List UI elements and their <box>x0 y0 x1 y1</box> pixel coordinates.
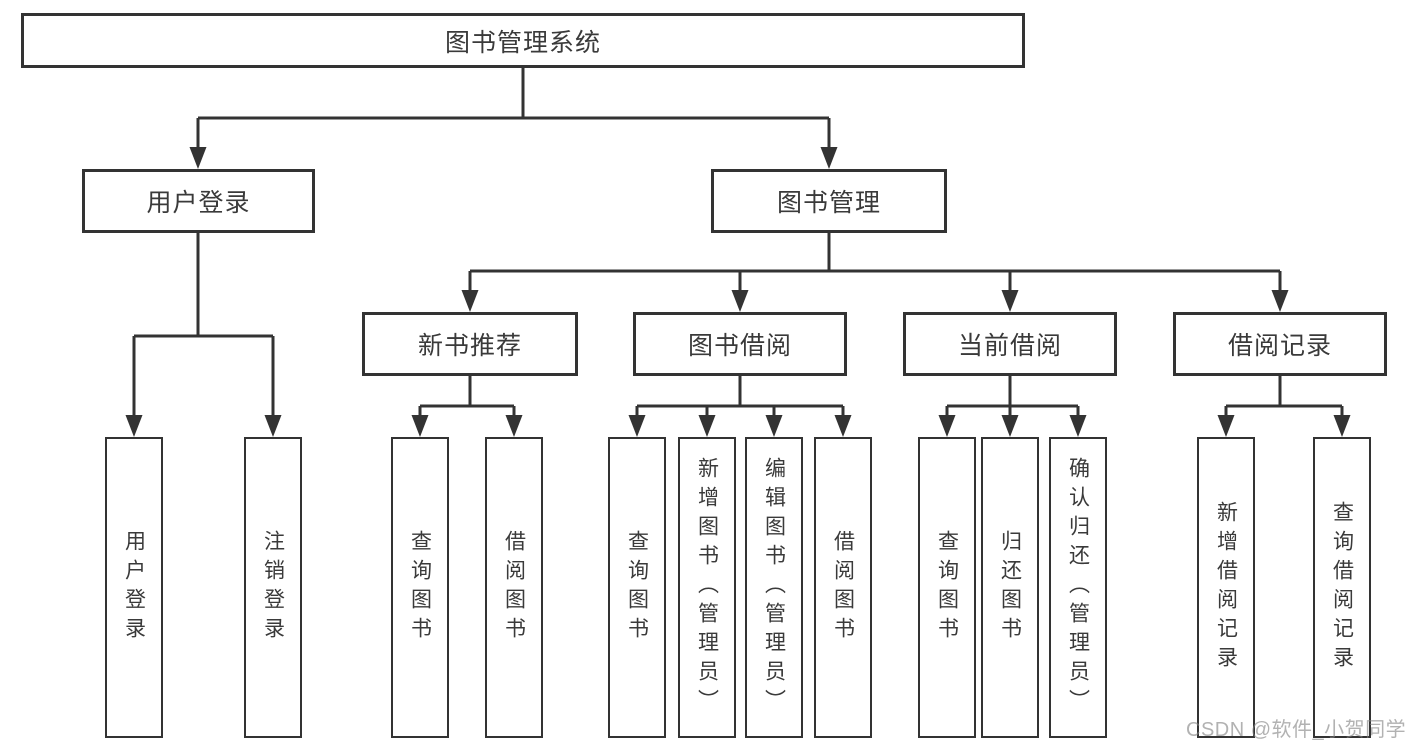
leaf-confirm-return-admin: 确认归还（管理员） <box>1049 437 1107 738</box>
node-label: 当前借阅 <box>957 332 1062 360</box>
leaf-label: 借阅图书 <box>502 529 526 646</box>
leaf-query-borrow-record: 查询借阅记录 <box>1313 437 1371 738</box>
leaf-label: 查询图书 <box>935 529 959 646</box>
leaf-borrow-book-recommend: 借阅图书 <box>485 437 543 738</box>
leaf-label: 查询借阅记录 <box>1330 500 1354 675</box>
node-label: 用户登录 <box>146 189 251 217</box>
leaf-label: 归还图书 <box>998 529 1022 646</box>
node-user-login: 用户登录 <box>82 169 315 233</box>
leaf-label: 新增图书（管理员） <box>695 457 719 718</box>
node-book-borrow: 图书借阅 <box>633 312 847 376</box>
node-label: 借阅记录 <box>1227 332 1332 360</box>
node-label: 图书管理系统 <box>444 28 601 57</box>
node-book-management: 图书管理 <box>711 169 947 233</box>
node-new-book-recommend: 新书推荐 <box>362 312 578 376</box>
leaf-label: 新增借阅记录 <box>1214 500 1238 675</box>
csdn-watermark: CSDN @软件_小贺同学 <box>1186 719 1405 741</box>
node-label: 新书推荐 <box>417 332 522 360</box>
leaf-label: 编辑图书（管理员） <box>762 457 786 718</box>
leaf-borrow-book: 借阅图书 <box>814 437 872 738</box>
arrowheads <box>125 147 1351 437</box>
node-borrow-records: 借阅记录 <box>1173 312 1387 376</box>
leaf-query-book-current: 查询图书 <box>918 437 976 738</box>
leaf-label: 注销登录 <box>261 529 285 646</box>
leaf-user-login: 用户登录 <box>105 437 163 738</box>
leaf-label: 查询图书 <box>625 529 649 646</box>
leaf-logout: 注销登录 <box>244 437 302 738</box>
node-label: 图书借阅 <box>687 332 792 360</box>
leaf-query-book-recommend: 查询图书 <box>391 437 449 738</box>
leaf-label: 确认归还（管理员） <box>1066 457 1090 718</box>
leaf-return-book: 归还图书 <box>981 437 1039 738</box>
leaf-label: 用户登录 <box>122 529 146 646</box>
leaf-add-borrow-record: 新增借阅记录 <box>1197 437 1255 738</box>
node-library-management-system: 图书管理系统 <box>21 13 1025 68</box>
leaf-add-book-admin: 新增图书（管理员） <box>678 437 736 738</box>
leaf-edit-book-admin: 编辑图书（管理员） <box>745 437 803 738</box>
node-current-borrow: 当前借阅 <box>903 312 1117 376</box>
node-label: 图书管理 <box>776 189 881 217</box>
leaf-label: 查询图书 <box>408 529 432 646</box>
leaf-query-book-borrow: 查询图书 <box>608 437 666 738</box>
leaf-label: 借阅图书 <box>831 529 855 646</box>
